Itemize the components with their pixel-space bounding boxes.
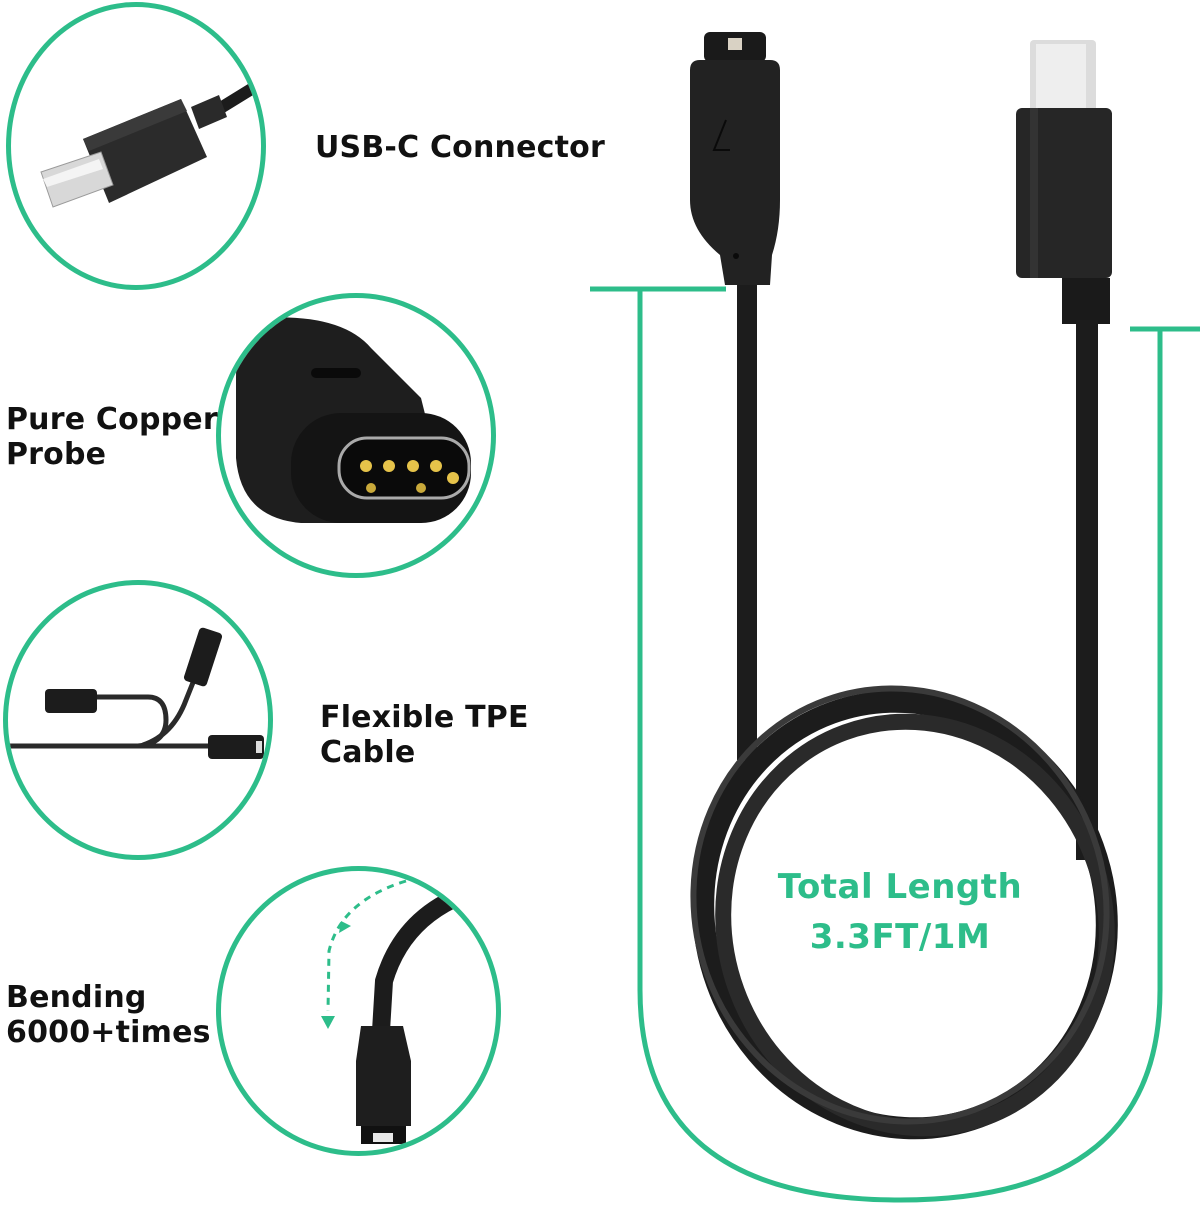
length-bracket-icon (590, 286, 1200, 1203)
bending-feature-circle (216, 866, 501, 1156)
flexible-label-line-2: Cable (320, 735, 416, 770)
usb-c-feature-label: USB-C Connector (315, 130, 605, 165)
usb-c-label-line-1: USB-C Connector (315, 130, 605, 165)
copper-feature-label: Pure Copper Probe (6, 402, 218, 472)
flexible-feature-circle (3, 580, 273, 860)
usb-c-plug-icon (1016, 40, 1112, 324)
cable-coil-icon (690, 685, 1118, 1140)
bending-cable-icon (321, 877, 494, 1144)
copper-label-line-1: Pure Copper (6, 402, 218, 437)
copper-feature-circle (216, 293, 496, 578)
copper-probe-icon (221, 317, 471, 523)
total-length-value: 3.3FT/1M (809, 917, 991, 957)
usb-c-feature-circle (6, 2, 266, 290)
bending-label-line-2: 6000+times (6, 1015, 211, 1050)
total-length-label: Total Length 3.3FT/1M (740, 862, 1060, 962)
bend-arrow-icon (326, 879, 407, 1012)
bending-feature-label: Bending 6000+times (6, 980, 211, 1050)
bending-label-line-1: Bending (6, 980, 147, 1015)
watch-connector-icon (690, 32, 780, 285)
flexible-feature-label: Flexible TPE Cable (320, 700, 529, 770)
usb-c-connector-icon (40, 76, 261, 208)
total-length-title: Total Length (777, 867, 1023, 907)
flexible-cable-icon (8, 627, 264, 759)
flexible-label-line-1: Flexible TPE (320, 700, 529, 735)
copper-label-line-2: Probe (6, 437, 107, 472)
main-cable-illustration (590, 32, 1200, 1203)
